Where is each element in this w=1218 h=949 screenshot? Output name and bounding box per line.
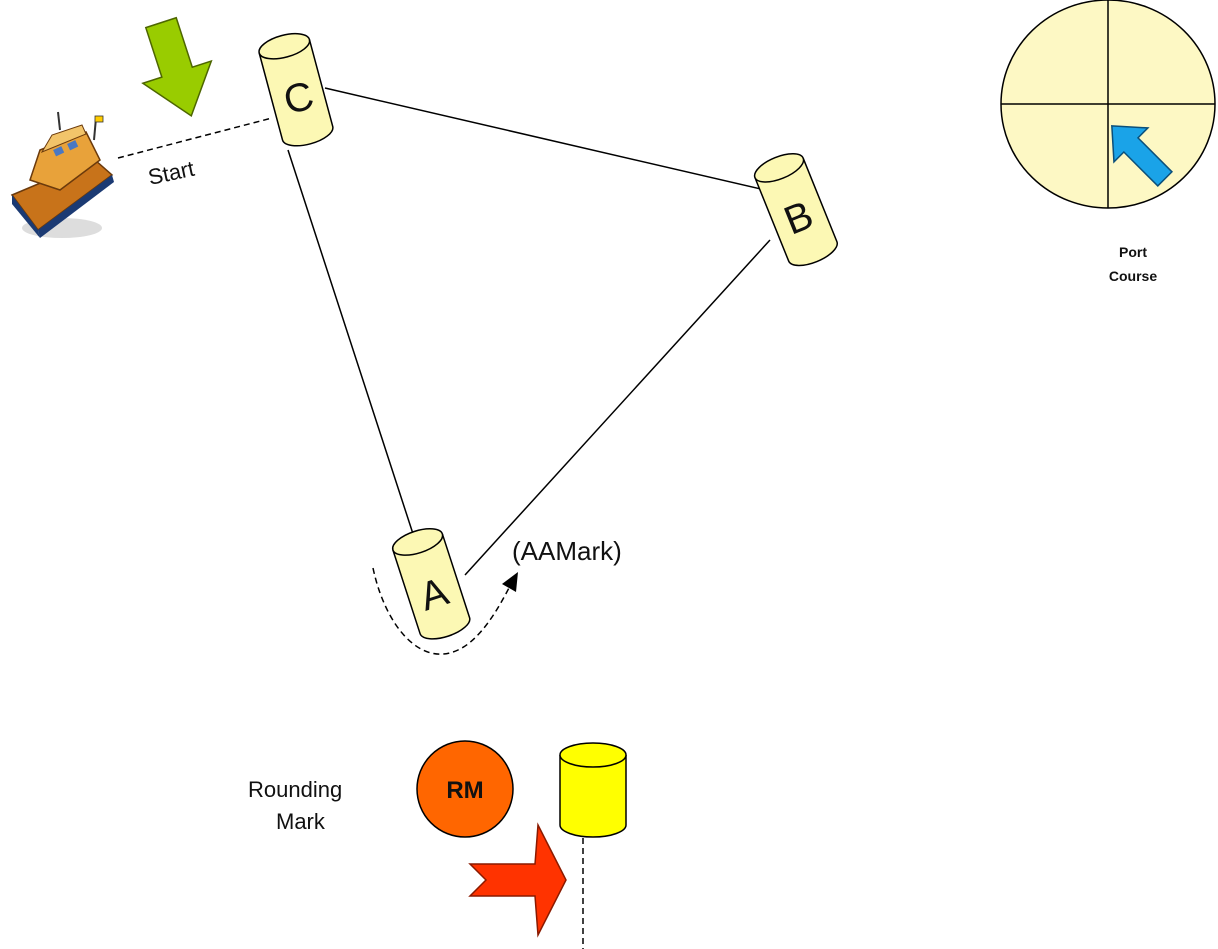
green-arrow-down-icon	[141, 16, 213, 118]
leg-b-a	[464, 239, 771, 576]
rm-badge: RM	[416, 740, 514, 838]
buoy-a: A	[391, 528, 471, 640]
rounding-label-line1: Rounding	[248, 777, 342, 802]
buoy-b: B	[753, 153, 838, 267]
rounding-path	[372, 567, 513, 655]
motor-boat-icon	[10, 111, 114, 238]
leg-c-b	[324, 87, 766, 191]
rounding-path-arrowhead	[502, 572, 518, 592]
course-label-line1: Port	[1119, 244, 1147, 260]
blue-arrow-northwest-icon	[1111, 125, 1174, 188]
red-arrow-right-icon	[468, 822, 567, 938]
compass-icon	[1000, 0, 1216, 209]
start-label: Start	[146, 156, 197, 190]
rounding-label-line2: Mark	[276, 809, 326, 834]
rounding-buoy-icon	[559, 742, 627, 838]
buoy-c: C	[258, 32, 334, 147]
rm-badge-label: RM	[446, 777, 483, 804]
course-label-line2: Course	[1109, 268, 1157, 284]
aamark-label: (AAMark)	[512, 536, 622, 566]
course-legs	[287, 87, 771, 576]
start-line	[117, 117, 273, 159]
leg-a-c	[287, 149, 416, 541]
